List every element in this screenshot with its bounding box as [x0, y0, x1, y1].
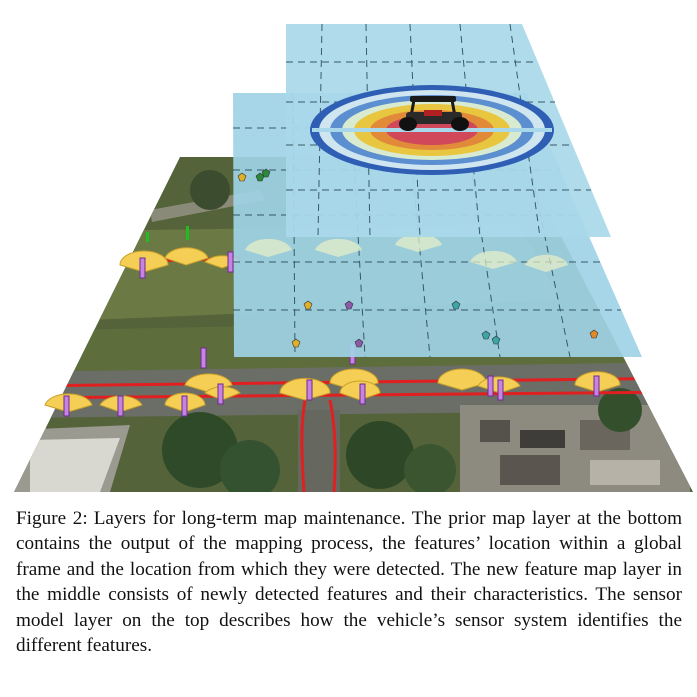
figure-label: Figure 2: [16, 508, 88, 529]
vehicle-icon [399, 96, 469, 131]
figure-caption-text: Layers for long-term map maintenance. Th… [16, 508, 682, 657]
layered-map-figure [14, 23, 693, 492]
sensor-model-layer [286, 23, 611, 238]
figure-caption: Figure 2:Layers for long-term map mainte… [16, 506, 682, 658]
